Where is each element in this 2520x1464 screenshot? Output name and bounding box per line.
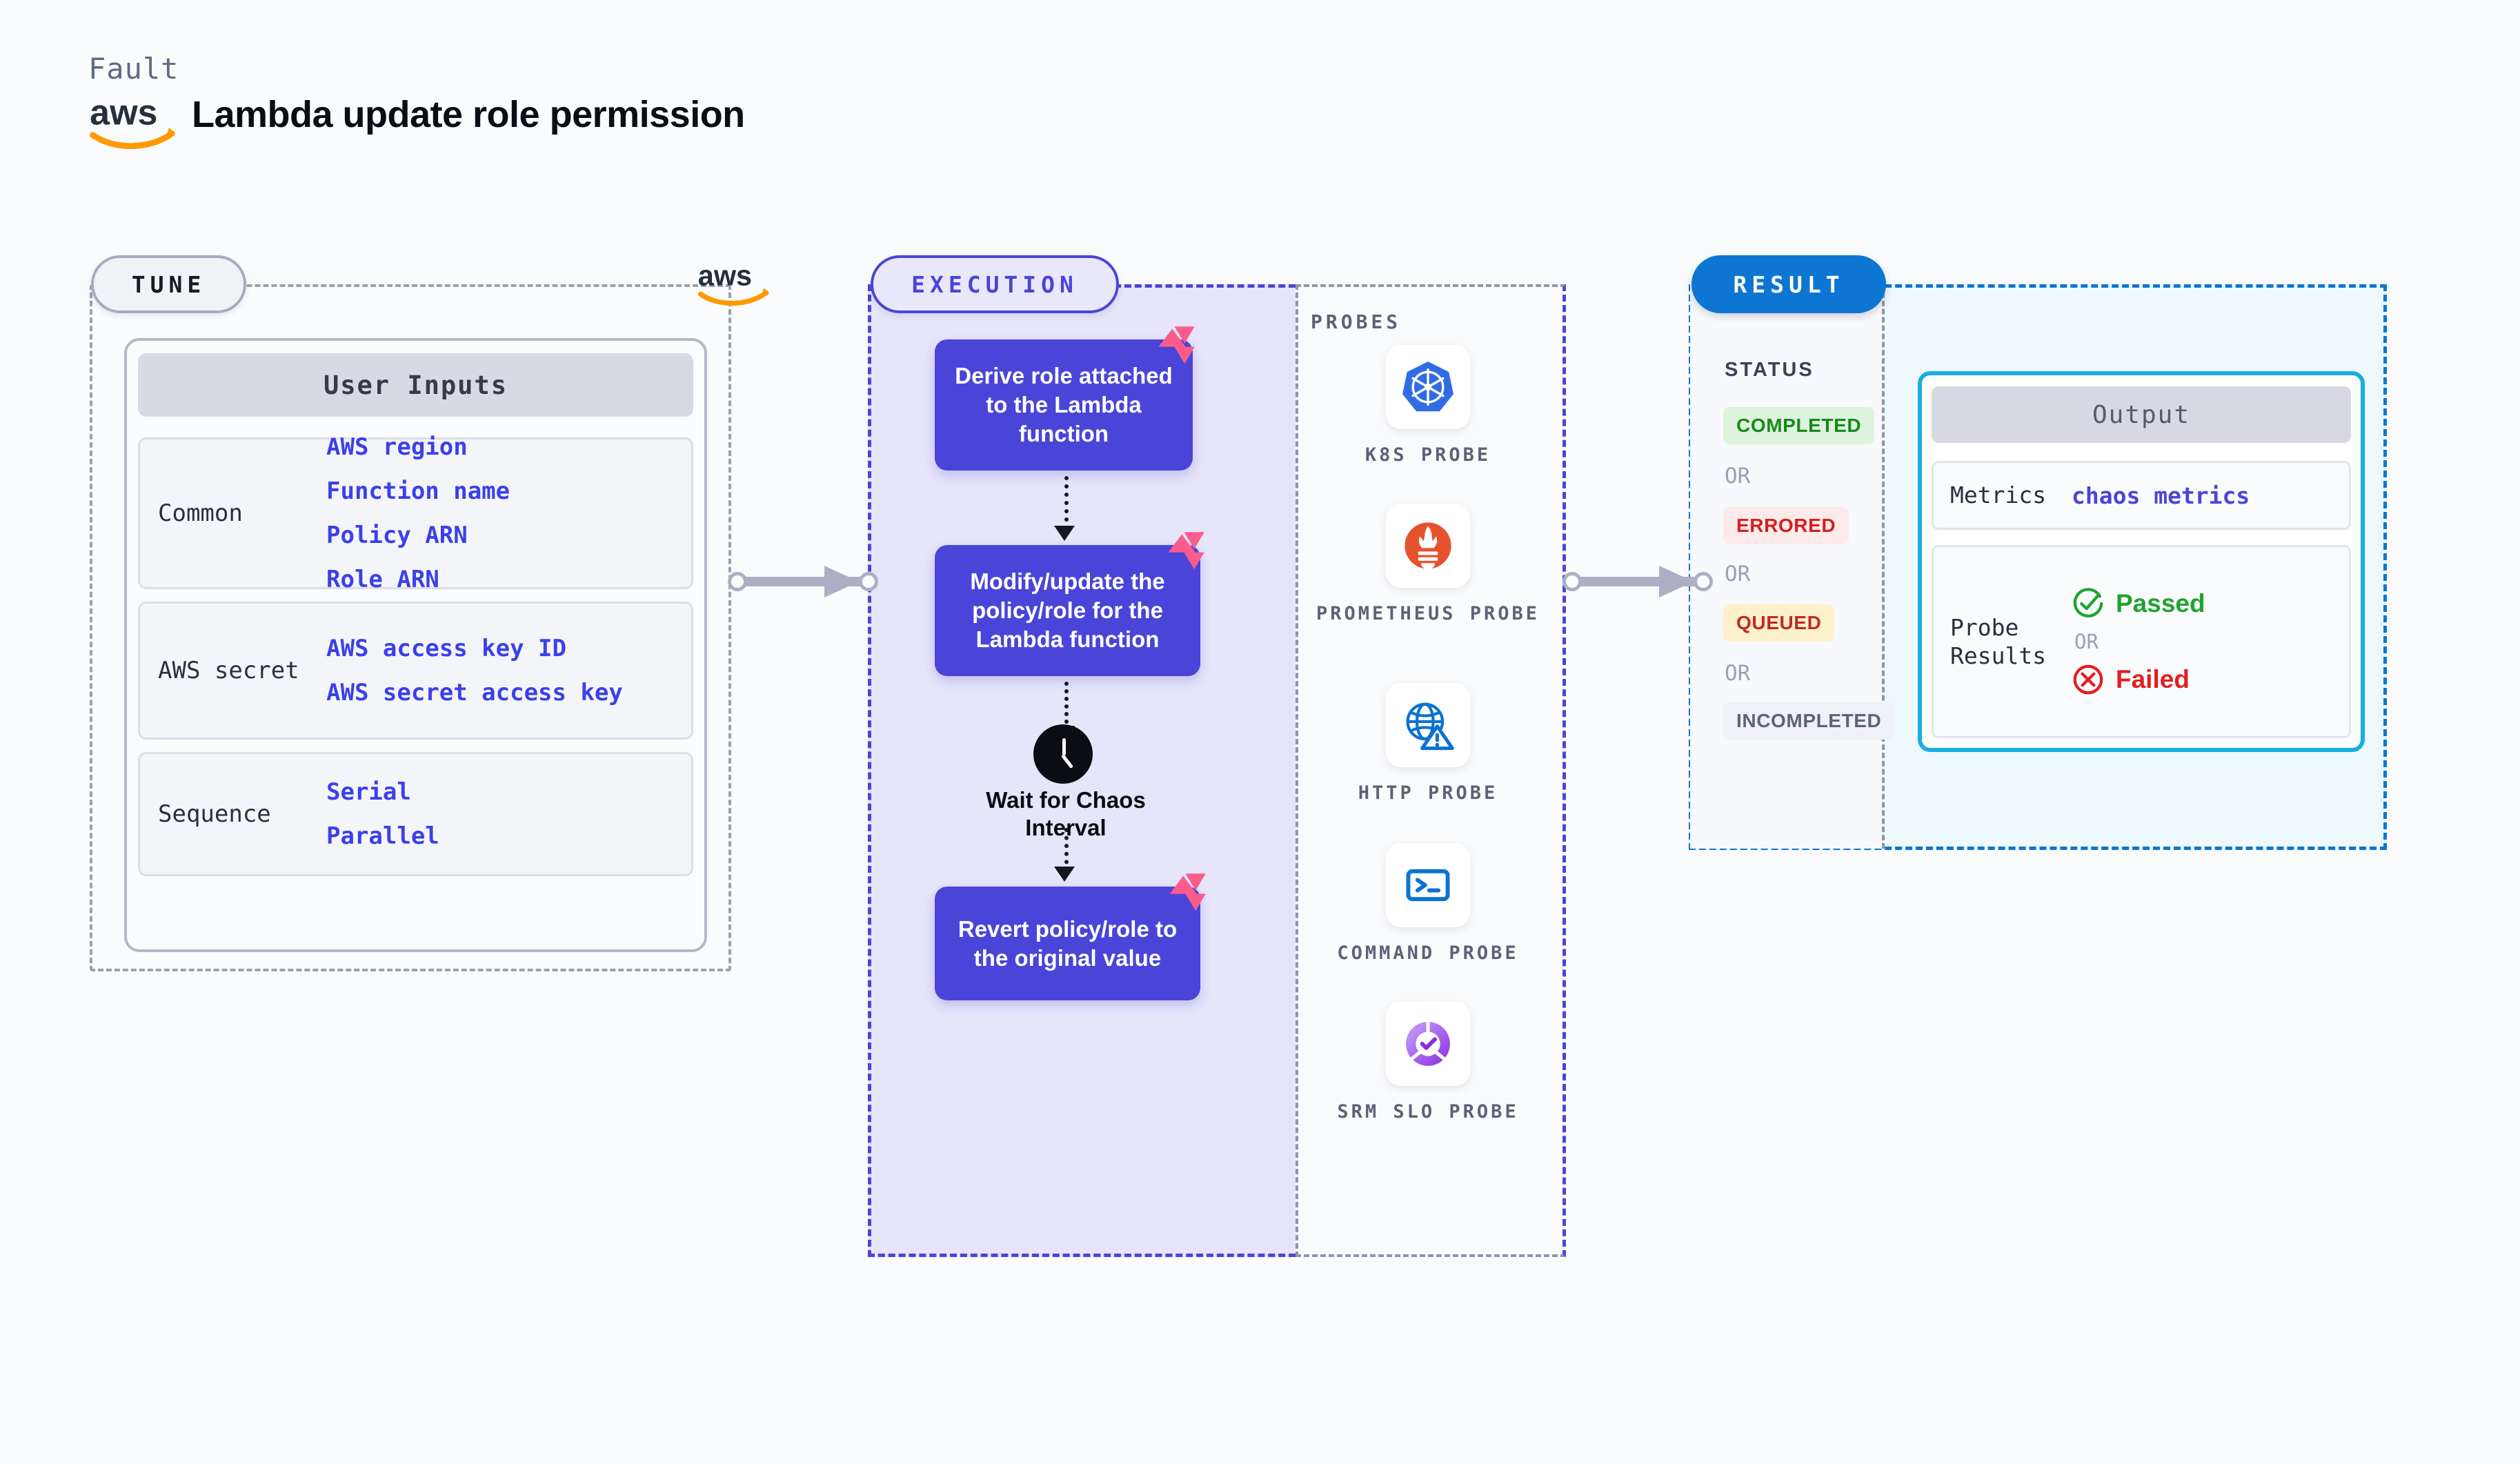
probes-section-label: PROBES <box>1311 310 1402 333</box>
execution-pill[interactable]: EXECUTION <box>871 255 1119 313</box>
svg-text:aws: aws <box>90 93 157 133</box>
terminal-icon <box>1386 843 1470 927</box>
probe-label: K8S PROBE <box>1365 444 1491 466</box>
litmus-chaos-icon <box>1158 326 1195 364</box>
tune-row-label: AWS secret <box>158 657 299 684</box>
execution-step[interactable]: Modify/update the policy/role for the La… <box>935 545 1200 676</box>
status-badge-completed: COMPLETED <box>1723 407 1875 444</box>
tune-row-values: AWS access key ID AWS secret access key <box>326 635 623 706</box>
status-badge-incompleted: INCOMPLETED <box>1723 702 1895 740</box>
prometheus-icon <box>1386 504 1470 588</box>
tune-pill[interactable]: TUNE <box>91 255 246 313</box>
aws-logo: aws <box>90 93 175 149</box>
tune-value: AWS secret access key <box>326 679 623 706</box>
page-title: Lambda update role permission <box>192 94 745 135</box>
result-pill[interactable]: RESULT <box>1691 255 1886 313</box>
status-badge-queued: QUEUED <box>1723 604 1835 642</box>
flow-connector <box>1064 682 1069 731</box>
fault-label: Fault <box>88 52 179 86</box>
clock-icon <box>1033 724 1093 784</box>
result-status-column <box>1690 284 1885 849</box>
check-circle-icon <box>2073 588 2103 617</box>
tune-row-label: Common <box>158 499 243 527</box>
wait-for-chaos-label: Wait for Chaos Interval <box>986 787 1146 841</box>
probe-item[interactable]: SRM SLO PROBE <box>1314 1002 1542 1125</box>
failed-label: Failed <box>2116 665 2190 693</box>
output-title: Output <box>1932 386 2351 443</box>
svg-text:aws: aws <box>698 260 752 292</box>
flow-arrow <box>1054 526 1075 541</box>
tune-row-values: Serial Parallel <box>326 778 439 850</box>
or-separator: OR <box>2074 630 2099 653</box>
or-separator: OR <box>1725 464 1751 488</box>
probe-label: COMMAND PROBE <box>1337 942 1519 964</box>
probe-item[interactable]: K8S PROBE <box>1314 345 1542 468</box>
tune-row-aws-secret: AWS secret AWS access key ID AWS secret … <box>138 602 693 740</box>
probe-label: PROMETHEUS PROBE <box>1316 603 1540 624</box>
tune-value: Function name <box>326 477 510 505</box>
passed-label: Passed <box>2116 589 2205 617</box>
or-separator: OR <box>1725 661 1751 686</box>
probe-result-failed: Failed <box>2072 663 2205 696</box>
probe-label: HTTP PROBE <box>1358 782 1498 804</box>
connector-execution-result <box>1562 566 1728 597</box>
user-inputs-title: User Inputs <box>138 353 693 417</box>
status-badge-errored: ERRORED <box>1723 507 1849 544</box>
metrics-value: chaos metrics <box>2072 482 2250 509</box>
probe-item[interactable]: HTTP PROBE <box>1314 683 1542 806</box>
probe-results-label: Probe Results <box>1950 613 2047 669</box>
output-row-metrics: Metrics chaos metrics <box>1932 461 2351 530</box>
probes-zone <box>1296 284 1566 1257</box>
flow-connector <box>1064 476 1069 530</box>
probe-item[interactable]: COMMAND PROBE <box>1314 843 1542 966</box>
flow-arrow <box>1054 867 1075 882</box>
execution-step[interactable]: Revert policy/role to the original value <box>935 887 1200 1000</box>
aws-logo-small: aws <box>698 260 769 306</box>
tune-row-label: Sequence <box>158 800 271 828</box>
tune-value: Serial <box>326 778 411 806</box>
tune-value: Policy ARN <box>326 522 468 549</box>
status-title: STATUS <box>1725 359 1814 381</box>
x-circle-icon <box>2073 664 2103 695</box>
srm-slo-icon <box>1386 1002 1470 1086</box>
execution-step[interactable]: Derive role attached to the Lambda funct… <box>935 339 1193 471</box>
tune-row-common: Common AWS region Function name Policy A… <box>138 433 693 593</box>
tune-value: AWS region <box>326 433 468 461</box>
http-globe-warning-icon <box>1386 683 1470 767</box>
tune-value: Role ARN <box>326 566 439 594</box>
probe-results-values: Passed OR Failed <box>2072 587 2205 696</box>
kubernetes-icon <box>1386 345 1470 429</box>
probe-label: SRM SLO PROBE <box>1337 1101 1519 1122</box>
probe-item[interactable]: PROMETHEUS PROBE <box>1314 504 1542 626</box>
metrics-label: Metrics <box>1950 482 2047 509</box>
tune-value: AWS access key ID <box>326 634 566 662</box>
output-row-probe-results: Probe Results Passed OR Failed <box>1932 545 2351 738</box>
or-separator: OR <box>1725 562 1751 586</box>
tune-value: Parallel <box>326 822 439 850</box>
probe-result-passed: Passed <box>2072 587 2205 620</box>
flow-connector <box>1064 828 1069 872</box>
connector-tune-execution <box>728 566 893 597</box>
litmus-chaos-icon <box>1168 532 1204 570</box>
litmus-chaos-icon <box>1169 873 1206 911</box>
tune-row-sequence: Sequence Serial Parallel <box>138 752 693 876</box>
tune-row-values: AWS region Function name Policy ARN Role… <box>326 433 510 593</box>
